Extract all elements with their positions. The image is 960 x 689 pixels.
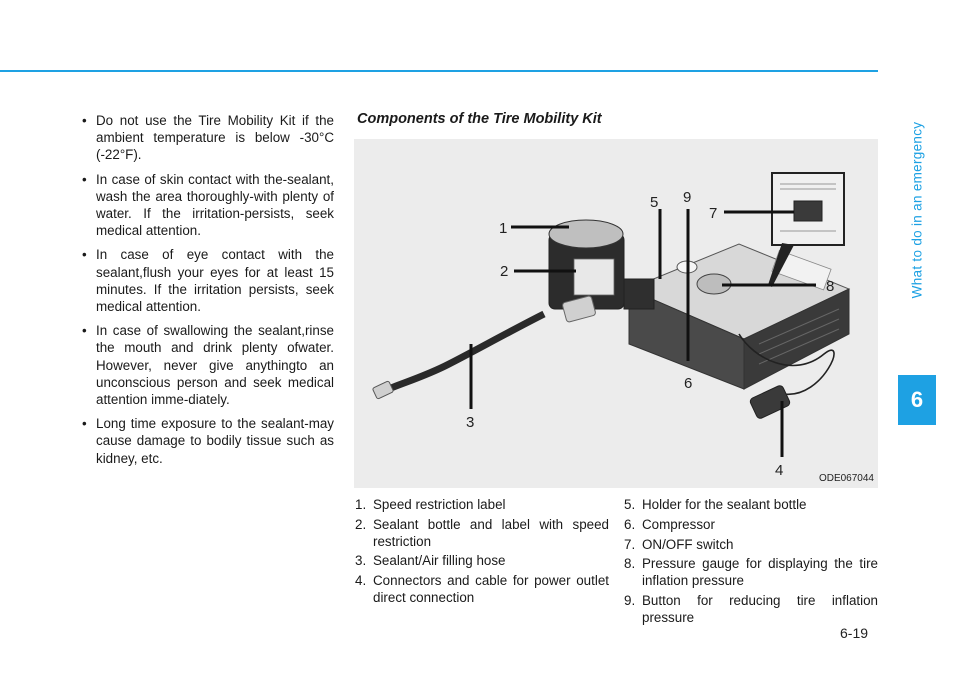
component-item: 9. Button for reducing tire inflation pre…	[624, 593, 878, 627]
component-number: 7.	[624, 536, 636, 552]
warning-item: In case of eye contact with the sealant,…	[76, 246, 334, 315]
component-number: 6.	[624, 516, 636, 532]
component-text: Sealant/Air filling hose	[373, 553, 506, 569]
component-text: Sealant bottle and label with speed rest…	[373, 516, 609, 549]
component-number: 2.	[355, 516, 367, 532]
component-number: 9.	[624, 592, 636, 608]
component-list-right: 5. Holder for the sealant bottle 6. Compre…	[624, 497, 878, 630]
callout-9: 9	[683, 189, 691, 206]
chapter-tab-label: What to do in an emergency	[909, 121, 925, 299]
callout-5: 5	[650, 194, 658, 211]
component-item: 4. Connectors and cable for power outlet …	[355, 573, 609, 607]
callout-6: 6	[684, 375, 692, 392]
component-list-left: 1. Speed restriction label 2. Sealant bott…	[355, 497, 609, 610]
tire-mobility-kit-illustration: 1 2 3 4 5 6 7 8 9 ODE067044	[354, 139, 878, 488]
component-item: 5. Holder for the sealant bottle	[624, 497, 878, 514]
warning-item: Long time exposure to the sealant-may ca…	[76, 415, 334, 467]
component-item: 3. Sealant/Air filling hose	[355, 553, 609, 570]
component-item: 7. ON/OFF switch	[624, 537, 878, 554]
component-item: 1. Speed restriction label	[355, 497, 609, 514]
component-number: 1.	[355, 497, 367, 512]
warning-item: In case of skin contact with the-sealant…	[76, 171, 334, 240]
component-text: Compressor	[642, 516, 715, 532]
callout-1: 1	[499, 220, 507, 237]
figure-code: ODE067044	[818, 473, 874, 484]
component-item: 6. Compressor	[624, 517, 878, 534]
component-text: Button for reducing tire inflation press…	[642, 592, 878, 625]
callout-2: 2	[500, 263, 508, 280]
kit-drawing: 1 2 3 4 5 6 7 8 9	[372, 172, 851, 479]
side-tab	[898, 0, 934, 689]
component-text: Connectors and cable for power outlet di…	[373, 573, 609, 605]
component-number: 3.	[355, 553, 367, 569]
component-text: Speed restriction label	[373, 497, 506, 512]
component-text: ON/OFF switch	[642, 536, 734, 552]
callout-3: 3	[466, 414, 474, 431]
warning-item: Do not use the Tire Mobility Kit if the …	[76, 112, 334, 164]
warning-list: Do not use the Tire Mobility Kit if the …	[76, 112, 334, 474]
chapter-number: 6	[898, 375, 936, 425]
callout-4: 4	[775, 462, 783, 479]
header-rule	[0, 70, 878, 72]
section-title: Components of the Tire Mobility Kit	[357, 111, 602, 127]
component-text: Holder for the sealant bottle	[642, 497, 807, 512]
page-number: 6-19	[840, 625, 869, 641]
component-item: 2. Sealant bottle and label with speed re…	[355, 517, 609, 551]
component-number: 4.	[355, 573, 367, 589]
component-item: 8. Pressure gauge for displaying the tire…	[624, 556, 878, 590]
component-text: Pressure gauge for displaying the tire i…	[642, 556, 878, 589]
component-number: 8.	[624, 556, 636, 572]
callout-8: 8	[826, 278, 834, 295]
component-number: 5.	[624, 497, 636, 512]
callout-7: 7	[709, 205, 717, 222]
warning-item: In case of swallowing the sealant,rinse …	[76, 322, 334, 408]
